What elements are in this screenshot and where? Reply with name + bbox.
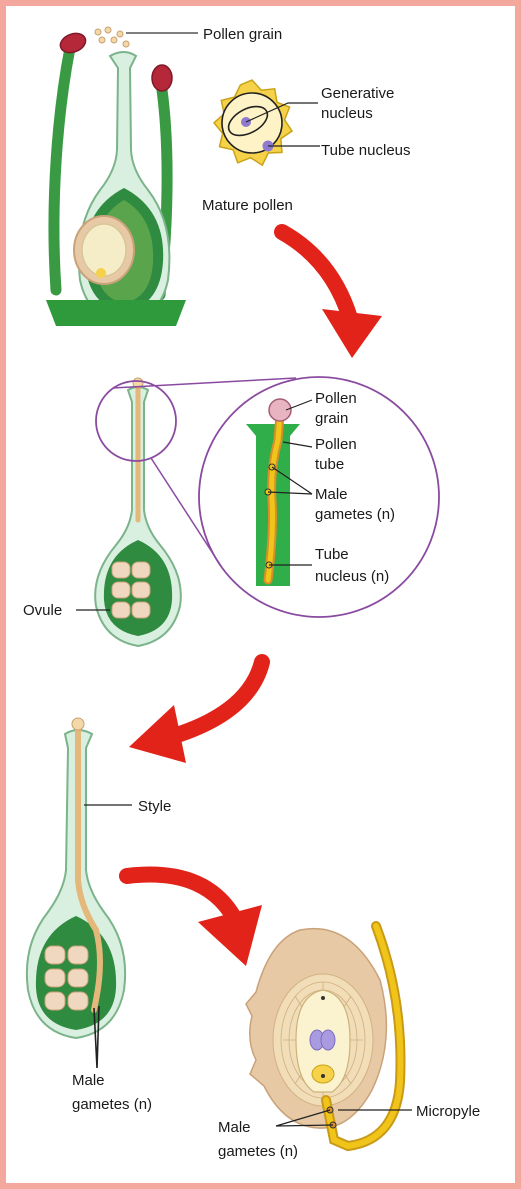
label-zoom-pollen-1: Pollen — [315, 390, 357, 407]
magnified-pollen-grain — [269, 399, 291, 421]
label-male-gametes-right-1: Male — [218, 1119, 251, 1136]
label-zoom-tube-1: Pollen — [315, 436, 357, 453]
pistil-pollen-tube-panel: Ovule Pollen grain Pollen tube Male game… — [23, 377, 439, 646]
right-anther — [152, 65, 172, 91]
label-zoom-tube-2: tube — [315, 456, 344, 473]
left-anther — [58, 30, 89, 56]
pistil-full-tube-panel: Style Male gametes (n) — [27, 718, 171, 1113]
flower-pistil-stamens: Pollen grain — [46, 26, 282, 326]
arrow-2 — [129, 662, 262, 763]
label-male-gametes-left-1: Male — [72, 1072, 105, 1089]
label-tube-nucleus: Tube nucleus — [321, 142, 411, 159]
label-male-gametes-right-2: gametes (n) — [218, 1143, 298, 1160]
embryo-sac — [82, 224, 126, 276]
label-generative-line1: Generative — [321, 85, 394, 102]
label-micropyle: Micropyle — [416, 1103, 480, 1120]
polar-nucleus-2 — [321, 1030, 335, 1050]
label-style: Style — [138, 798, 171, 815]
label-generative-line2: nucleus — [321, 105, 373, 122]
label-zoom-male-2: gametes (n) — [315, 506, 395, 523]
arrow-1 — [282, 232, 382, 358]
label-zoom-pollen-2: grain — [315, 410, 348, 427]
label-ovule: Ovule — [23, 602, 62, 619]
arrow-3 — [127, 875, 262, 966]
egg-cell — [96, 268, 106, 278]
label-mature-pollen: Mature pollen — [202, 197, 293, 214]
label-zoom-tubenuc-1: Tube — [315, 546, 349, 563]
pollen-grains-cluster — [95, 27, 129, 47]
left-stamen-filament — [54, 48, 70, 290]
receptacle — [46, 300, 186, 326]
label-zoom-male-1: Male — [315, 486, 348, 503]
ovule-fertilization-panel: Micropyle Male gametes (n) — [218, 926, 480, 1160]
label-zoom-tubenuc-2: nucleus (n) — [315, 568, 389, 585]
label-male-gametes-left-2: gametes (n) — [72, 1096, 152, 1113]
label-pollen-grain: Pollen grain — [203, 26, 282, 43]
mature-pollen-illustration: Generative nucleus Tube nucleus Mature p… — [202, 80, 411, 214]
